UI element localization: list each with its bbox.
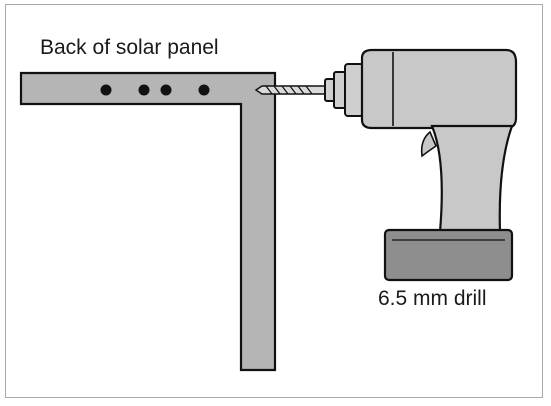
- panel-label: Back of solar panel: [40, 36, 219, 59]
- drill-bit-icon: [254, 85, 327, 95]
- panel-hole: [138, 84, 150, 96]
- cordless-drill-icon: [324, 48, 518, 282]
- panel-hole: [198, 84, 210, 96]
- drill-size-label: 6.5 mm drill: [378, 287, 487, 310]
- panel-hole: [160, 84, 172, 96]
- solar-panel-frame: [19, 71, 277, 372]
- panel-hole: [100, 84, 112, 96]
